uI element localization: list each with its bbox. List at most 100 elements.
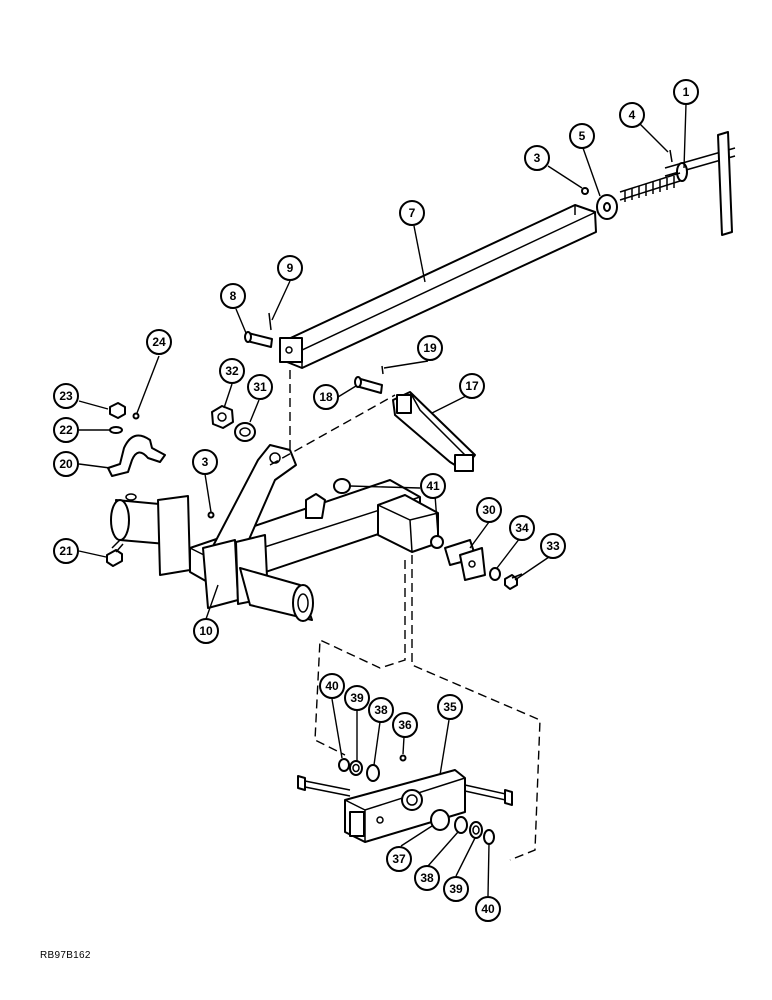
svg-text:24: 24 <box>152 335 166 349</box>
bearing-39-upper <box>349 760 363 776</box>
svg-text:40: 40 <box>325 679 339 693</box>
callout-5: 5 <box>569 123 595 149</box>
bolt-21 <box>106 539 124 567</box>
callout-35: 35 <box>437 694 463 720</box>
nut-32 <box>211 405 234 429</box>
svg-text:35: 35 <box>443 700 457 714</box>
callout-18: 18 <box>313 384 339 410</box>
svg-text:39: 39 <box>449 882 463 896</box>
washer-34 <box>489 567 501 581</box>
callout-8: 8 <box>220 283 246 309</box>
callout-34: 34 <box>509 515 535 541</box>
callout-10: 10 <box>193 618 219 644</box>
telescoping-tube <box>279 204 597 369</box>
svg-text:34: 34 <box>515 521 529 535</box>
bearing-39-lower <box>469 821 483 839</box>
svg-text:8: 8 <box>230 289 237 303</box>
svg-text:1: 1 <box>683 85 690 99</box>
bushing-37 <box>430 809 450 831</box>
pin-4 <box>669 149 673 163</box>
callout-9: 9 <box>277 255 303 281</box>
callout-4: 4 <box>619 102 645 128</box>
svg-text:33: 33 <box>546 539 560 553</box>
callouts: 1 4 5 3 7 9 8 24 32 31 19 18 17 23 22 20… <box>53 79 699 922</box>
grease-fitting-3-frame <box>207 511 215 519</box>
svg-text:36: 36 <box>398 718 412 732</box>
svg-text:31: 31 <box>253 380 267 394</box>
svg-text:20: 20 <box>59 457 73 471</box>
grease-fitting-24 <box>132 412 140 420</box>
callout-22: 22 <box>53 417 79 443</box>
bolt-33 <box>504 573 523 590</box>
svg-text:38: 38 <box>374 703 388 717</box>
svg-text:10: 10 <box>199 624 213 638</box>
callout-24: 24 <box>146 329 172 355</box>
svg-text:7: 7 <box>409 206 416 220</box>
spindle-30 <box>444 539 486 581</box>
callout-32: 32 <box>219 358 245 384</box>
callout-19: 19 <box>417 335 443 361</box>
callout-37: 37 <box>386 846 412 872</box>
svg-text:3: 3 <box>534 151 541 165</box>
callout-3-top: 3 <box>524 145 550 171</box>
callout-39-lower: 39 <box>443 876 469 902</box>
svg-text:17: 17 <box>465 379 479 393</box>
u-clamp-20 <box>107 434 166 477</box>
seal-38-upper <box>366 764 380 782</box>
callout-39-upper: 39 <box>344 685 370 711</box>
svg-text:18: 18 <box>319 390 333 404</box>
callout-31: 31 <box>247 374 273 400</box>
lower-axle-35 <box>297 769 513 843</box>
callout-41: 41 <box>420 473 446 499</box>
grease-fitting-36 <box>399 754 407 762</box>
svg-text:23: 23 <box>59 389 73 403</box>
pin-8 <box>244 331 273 348</box>
reference-code: RB97B162 <box>40 950 91 961</box>
pin-18 <box>354 376 383 394</box>
cotter-pin-19 <box>381 365 384 375</box>
lockwasher-22 <box>109 426 123 434</box>
callout-30: 30 <box>476 497 502 523</box>
svg-text:30: 30 <box>482 503 496 517</box>
assembly-lines <box>269 370 541 861</box>
svg-text:39: 39 <box>350 691 364 705</box>
leader-lines <box>78 103 687 897</box>
svg-text:37: 37 <box>392 852 406 866</box>
callout-3-frame: 3 <box>192 449 218 475</box>
svg-text:40: 40 <box>481 902 495 916</box>
nut-23 <box>109 402 126 419</box>
grease-fitting-3-top <box>581 187 589 195</box>
bushing-31 <box>234 422 256 442</box>
adjusting-link <box>392 391 476 472</box>
callout-1: 1 <box>673 79 699 105</box>
callout-21: 21 <box>53 538 79 564</box>
callout-20: 20 <box>53 451 79 477</box>
svg-text:22: 22 <box>59 423 73 437</box>
svg-text:38: 38 <box>420 871 434 885</box>
svg-text:4: 4 <box>629 108 636 122</box>
washer-5 <box>596 194 618 220</box>
svg-text:9: 9 <box>287 261 294 275</box>
callout-40-upper: 40 <box>319 673 345 699</box>
cup-40-lower <box>483 829 495 845</box>
callout-17: 17 <box>459 373 485 399</box>
svg-text:32: 32 <box>225 364 239 378</box>
callout-23: 23 <box>53 383 79 409</box>
callout-36: 36 <box>392 712 418 738</box>
seal-38-lower <box>454 816 468 834</box>
svg-text:41: 41 <box>426 479 440 493</box>
cup-40-upper <box>338 758 350 772</box>
svg-text:3: 3 <box>202 455 209 469</box>
svg-text:21: 21 <box>59 544 73 558</box>
svg-text:5: 5 <box>579 129 586 143</box>
cotter-pin-9 <box>268 312 272 331</box>
callout-33: 33 <box>540 533 566 559</box>
callout-38-lower: 38 <box>414 865 440 891</box>
callout-7: 7 <box>399 200 425 226</box>
callout-40-lower: 40 <box>475 896 501 922</box>
callout-38-upper: 38 <box>368 697 394 723</box>
svg-text:19: 19 <box>423 341 437 355</box>
crank-handle <box>619 131 736 236</box>
axle-frame <box>110 444 444 622</box>
